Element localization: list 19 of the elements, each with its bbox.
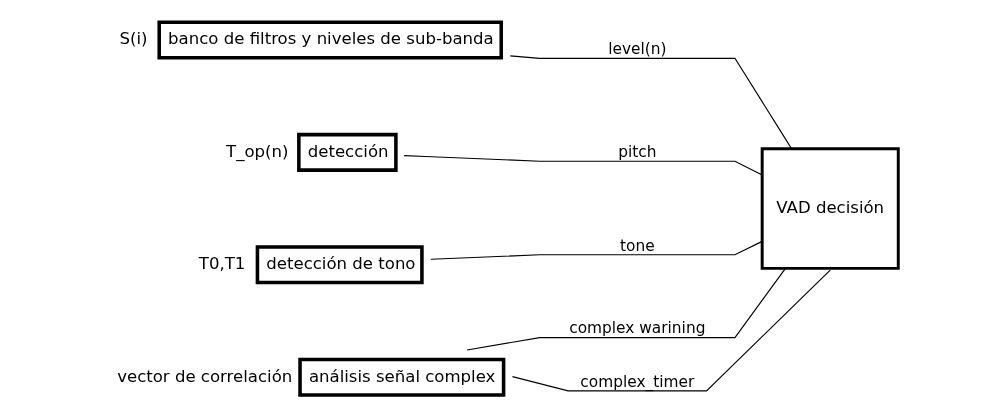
node-box: detección de tono [255,245,424,285]
node-box: análisis señal complex [298,357,506,397]
node-label: vector de correlación [117,366,293,386]
connector [430,240,763,260]
edge-label: tone [620,236,655,255]
edge-label: pitch [618,142,657,161]
connector [511,269,831,392]
edge-label: complex_timer [580,372,695,391]
node-label: T_op(n) [226,141,289,161]
edge-label: complex warining [569,319,706,338]
connector [466,267,786,351]
node-label: S(i) [119,29,148,49]
edge-label: level(n) [608,40,667,59]
node-label: T0,T1 [198,254,246,274]
node-box: VAD decisión [760,147,900,270]
connector [403,155,763,176]
connector [509,55,793,150]
node-box: banco de filtros y niveles de sub-banda [157,20,503,60]
node-box: detección [297,132,398,172]
